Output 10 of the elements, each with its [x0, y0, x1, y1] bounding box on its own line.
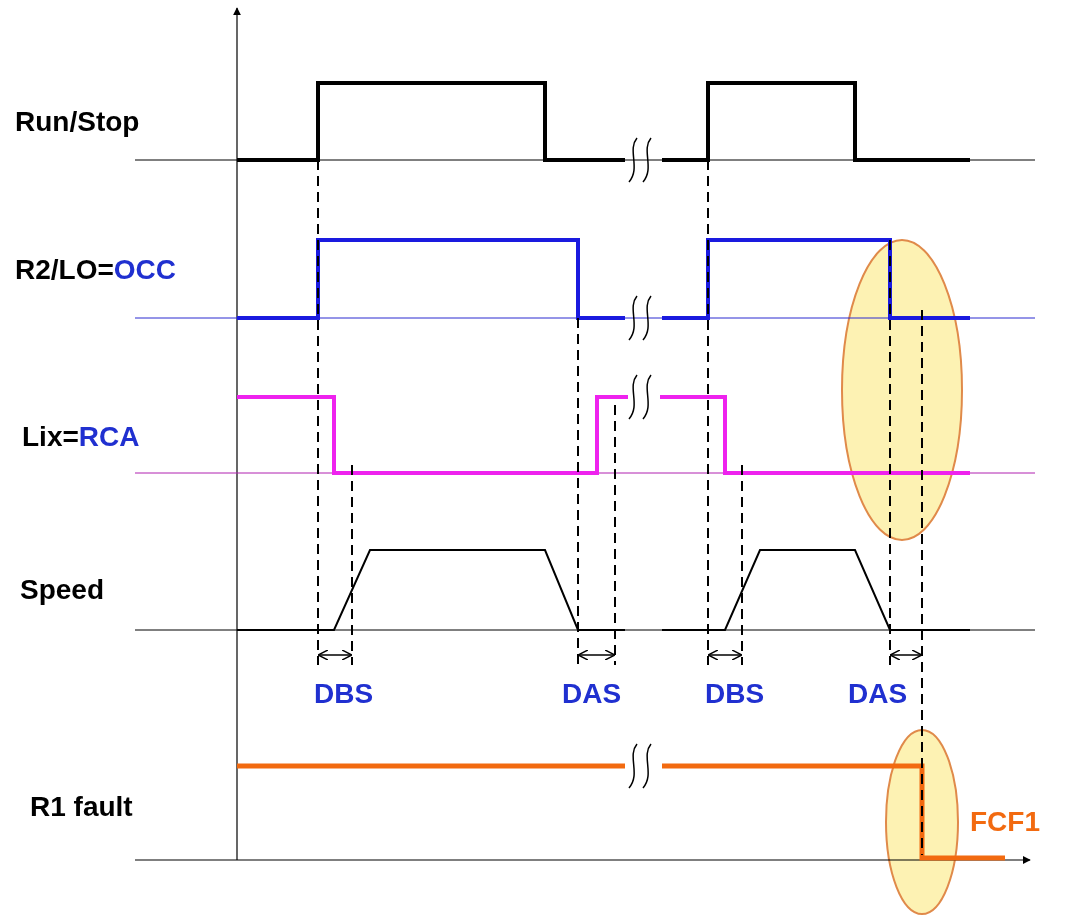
- interval-label: DAS: [848, 680, 908, 708]
- interval-label: DBS: [314, 680, 374, 708]
- signal-label: Run/Stop: [15, 108, 140, 136]
- interval-label: DBS: [705, 680, 765, 708]
- signal-label: R2/LO=OCC: [15, 256, 177, 284]
- signal-label: R1 fault: [30, 793, 133, 821]
- signal-label: Speed: [20, 576, 105, 604]
- signal-label: Lix=RCA: [22, 423, 140, 451]
- interval-label: DAS: [562, 680, 622, 708]
- fault-code-label: FCF1: [970, 808, 1040, 836]
